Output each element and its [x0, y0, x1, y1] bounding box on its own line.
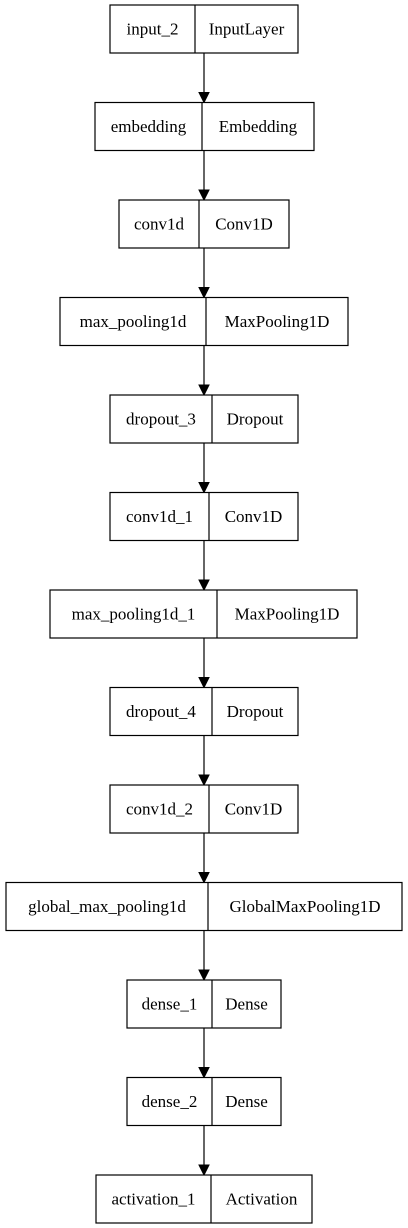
layer-box [109, 394, 299, 444]
edges-layer [198, 53, 210, 1177]
layer-type-label: Dropout [227, 702, 284, 721]
arrowhead-icon [198, 872, 210, 884]
layer-name-label: max_pooling1d [80, 312, 187, 331]
layer-type-label: Dropout [227, 410, 284, 429]
layer-name-label: conv1d_2 [126, 800, 193, 819]
edge-arrow [198, 150, 210, 202]
layer-name-label: input_2 [127, 20, 179, 39]
layer-box [109, 784, 299, 834]
layer-name-label: embedding [111, 117, 187, 136]
layer-node-dense_2: dense_2 Dense [126, 1076, 282, 1127]
layer-node-embedding: embedding Embedding [94, 101, 315, 152]
layer-box [109, 4, 299, 54]
layer-type-label: GlobalMaxPooling1D [229, 897, 380, 916]
layer-node-conv1d_2: conv1d_2 Conv1D [109, 784, 299, 834]
layer-name-label: dropout_3 [126, 410, 196, 429]
layer-node-input_2: input_2 InputLayer [109, 4, 299, 54]
layer-node-conv1d_1: conv1d_1 Conv1D [109, 491, 299, 542]
edge-arrow [198, 638, 210, 689]
layer-type-label: Conv1D [225, 800, 283, 819]
edge-arrow [198, 930, 210, 982]
layer-name-label: conv1d [134, 215, 185, 234]
edge-arrow [198, 540, 210, 592]
layer-type-label: InputLayer [209, 20, 285, 39]
layer-node-activation_1: activation_1 Activation [95, 1174, 313, 1224]
layer-box [126, 979, 282, 1029]
layer-name-label: conv1d_1 [126, 507, 193, 526]
arrowhead-icon [198, 1067, 210, 1079]
layer-node-conv1d: conv1d Conv1D [118, 199, 290, 249]
layer-type-label: MaxPooling1D [225, 312, 330, 331]
layer-name-label: max_pooling1d_1 [72, 605, 196, 624]
layer-box [118, 199, 290, 249]
layer-box [5, 881, 403, 932]
layer-name-label: dense_1 [142, 995, 198, 1014]
layer-node-max_pooling1d_1: max_pooling1d_1 MaxPooling1D [49, 589, 358, 639]
layer-box [94, 101, 315, 152]
layer-type-label: Dense [225, 995, 267, 1014]
layer-type-label: Conv1D [225, 507, 283, 526]
layer-type-label: MaxPooling1D [235, 605, 340, 624]
arrowhead-icon [198, 969, 210, 982]
layer-type-label: Conv1D [215, 215, 273, 234]
layer-node-dropout_3: dropout_3 Dropout [109, 394, 299, 444]
layer-name-label: dense_2 [142, 1092, 198, 1111]
edge-arrow [198, 1028, 210, 1079]
arrowhead-icon [198, 774, 210, 787]
layer-node-global_max_pooling1d: global_max_pooling1d GlobalMaxPooling1D [5, 881, 403, 932]
layer-type-label: Embedding [219, 117, 298, 136]
nodes-layer: input_2 InputLayer embedding Embedding conv1… [5, 4, 403, 1224]
layer-node-dropout_4: dropout_4 Dropout [109, 686, 299, 737]
layer-name-label: dropout_4 [126, 702, 196, 721]
arrowhead-icon [198, 92, 210, 104]
layer-type-label: Activation [226, 1190, 298, 1209]
edge-arrow [198, 1125, 210, 1177]
edge-arrow [198, 345, 210, 397]
layer-box [59, 296, 349, 347]
edge-arrow [198, 833, 210, 884]
layer-box [49, 589, 358, 639]
arrowhead-icon [198, 677, 210, 689]
layer-box [95, 1174, 313, 1224]
arrowhead-icon [198, 287, 210, 299]
arrowhead-icon [198, 384, 210, 397]
edge-arrow [198, 53, 210, 104]
edge-arrow [198, 248, 210, 299]
edge-arrow [198, 443, 210, 494]
layer-node-max_pooling1d: max_pooling1d MaxPooling1D [59, 296, 349, 347]
layer-box [126, 1076, 282, 1127]
edge-arrow [198, 735, 210, 787]
arrowhead-icon [198, 482, 210, 494]
layer-name-label: global_max_pooling1d [28, 897, 186, 916]
layer-name-label: activation_1 [111, 1190, 195, 1209]
arrowhead-icon [198, 1164, 210, 1177]
arrowhead-icon [198, 189, 210, 202]
layer-type-label: Dense [225, 1092, 267, 1111]
layer-node-dense_1: dense_1 Dense [126, 979, 282, 1029]
layer-box [109, 686, 299, 737]
arrowhead-icon [198, 579, 210, 592]
layer-box [109, 491, 299, 542]
